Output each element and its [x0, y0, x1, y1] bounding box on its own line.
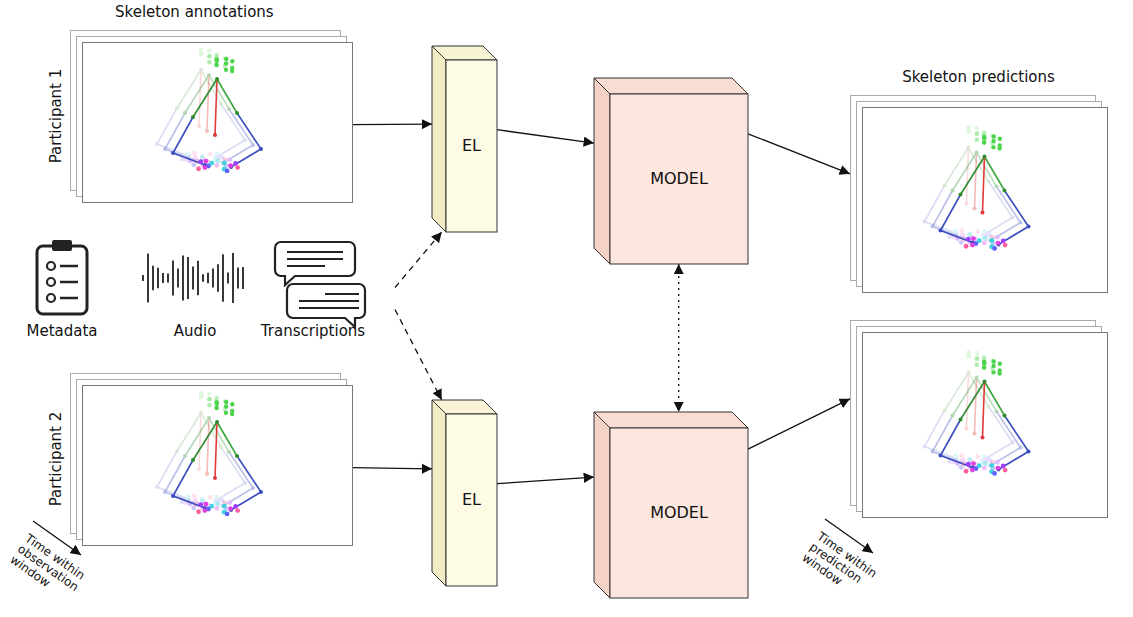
frame-label: Time within observation window — [7, 532, 94, 609]
frame-shape — [850, 95, 1107, 292]
skeleton-figure — [155, 48, 263, 173]
skeleton-figure — [923, 350, 1031, 475]
box-top-face — [594, 412, 748, 428]
modality-label: Audio — [174, 322, 217, 340]
skeleton-figure — [155, 391, 263, 516]
modality-label: Metadata — [26, 322, 97, 340]
box-front-face — [610, 428, 748, 598]
model-block: MODEL — [594, 78, 748, 264]
block-label: MODEL — [650, 503, 708, 522]
frame-label: Participant 1 — [47, 69, 65, 164]
frame-label: Skeleton predictions — [902, 68, 1055, 86]
frame-shape — [70, 373, 352, 545]
flow-arrow — [497, 130, 594, 143]
box-front-face — [610, 94, 748, 264]
box-side-face — [432, 400, 446, 586]
context-arrow — [395, 232, 442, 288]
flow-arrow — [352, 123, 432, 125]
flow-arrow — [748, 399, 850, 449]
frame-label: Participant 2 — [47, 412, 65, 507]
frame-label: Time within prediction window — [799, 530, 886, 607]
embedding-layer: EL — [432, 400, 497, 586]
flow-arrow — [497, 477, 594, 484]
context-arrow — [395, 310, 442, 401]
box-front-face — [446, 60, 497, 232]
block-label: MODEL — [650, 169, 708, 188]
box-front-face — [446, 414, 497, 586]
box-top-face — [594, 78, 748, 94]
metadata-icon — [37, 240, 87, 314]
box-side-face — [432, 46, 446, 232]
skeleton-figure — [923, 125, 1031, 250]
prediction-frames: Time within prediction window — [850, 320, 1107, 517]
frame-label: Skeleton annotations — [115, 3, 274, 21]
box-side-face — [594, 412, 610, 598]
interaction-arrow — [678, 264, 679, 412]
frame-shape — [850, 320, 1107, 517]
transcription-icon — [275, 242, 365, 327]
audio-waveform — [143, 253, 243, 303]
frame-shape — [70, 30, 352, 202]
video-frame — [83, 43, 353, 203]
input-modalities: Metadata Audio Transcriptions — [25, 238, 395, 348]
annotation-frames: Skeleton annotationsParticipant 1 — [70, 30, 352, 202]
box-side-face — [594, 78, 610, 264]
flow-arrow — [352, 468, 432, 469]
embedding-layer: EL — [432, 46, 497, 232]
video-frame — [863, 333, 1108, 518]
flow-arrow — [748, 134, 850, 174]
annotation-frames: Participant 2Time within observation win… — [70, 373, 352, 545]
block-label: EL — [462, 136, 481, 155]
modality-label: Transcriptions — [261, 322, 365, 340]
block-label: EL — [462, 490, 481, 509]
prediction-frames: Skeleton predictions — [850, 95, 1107, 292]
model-block: MODEL — [594, 412, 748, 598]
video-frame — [863, 108, 1108, 293]
video-frame — [83, 386, 353, 546]
